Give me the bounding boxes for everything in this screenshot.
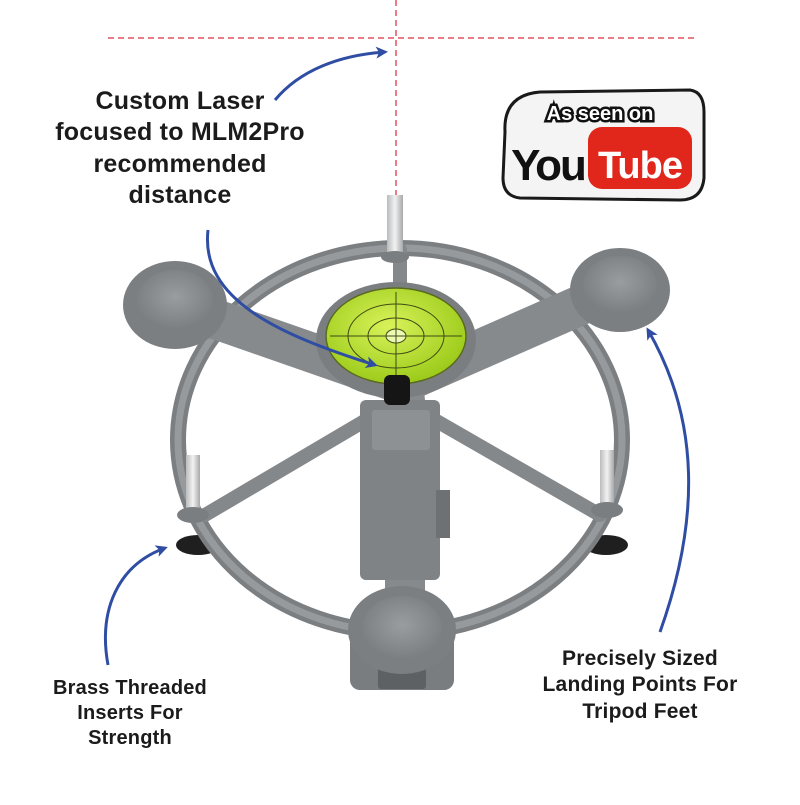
youtube-badge: As seen on You Tube xyxy=(501,88,706,202)
brass-inserts-callout-text: Brass Threaded Inserts For Strength xyxy=(53,677,207,749)
arrow-to-laser-line xyxy=(273,46,388,101)
badge-you-text: You xyxy=(511,141,585,190)
arrow-to-bubble-level xyxy=(205,229,378,369)
laser-callout-text: Custom Laser focused to MLM2Pro recommen… xyxy=(55,87,305,209)
youtube-logo xyxy=(588,127,692,189)
brass-insert-right xyxy=(591,450,623,518)
callout-arrows xyxy=(104,46,691,666)
landing-pad-left xyxy=(123,261,227,349)
landing-pad-right xyxy=(570,248,670,332)
brass-insert-top xyxy=(381,195,409,263)
badge-tube-text: Tube xyxy=(598,145,682,187)
arrow-to-landing-pad xyxy=(646,327,691,633)
arrow-to-brass-insert xyxy=(104,545,168,666)
landing-pad-bottom xyxy=(348,586,456,690)
laser-alignment-stand xyxy=(123,195,670,690)
badge-top-text: As seen on xyxy=(547,103,654,125)
landing-points-callout-text: Precisely Sized Landing Points For Tripo… xyxy=(542,647,738,723)
brass-insert-left xyxy=(177,455,209,523)
